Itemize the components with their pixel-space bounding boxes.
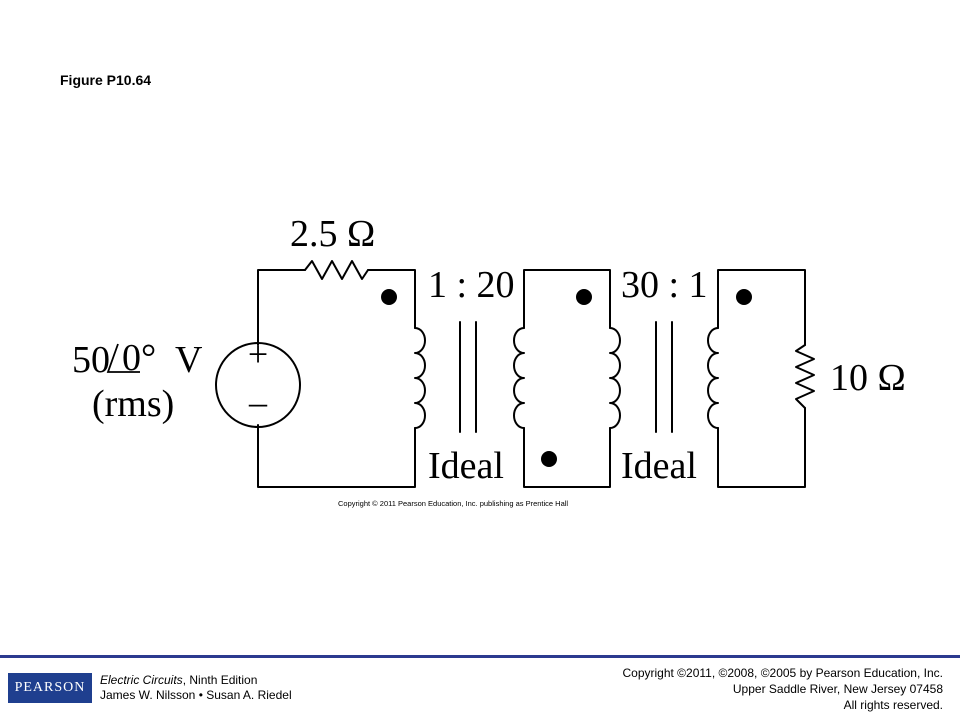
label-source-magnitude: 50 bbox=[72, 339, 110, 381]
book-title: Electric Circuits bbox=[100, 673, 183, 687]
dot-t2-primary bbox=[576, 289, 592, 305]
copyright-line-3: All rights reserved. bbox=[843, 698, 943, 712]
book-authors: James W. Nilsson • Susan A. Riedel bbox=[100, 688, 292, 702]
label-source-angle: 0° bbox=[122, 337, 156, 379]
coil-t2-secondary bbox=[707, 327, 719, 429]
label-resistor-2p5: 2.5 Ω bbox=[290, 213, 375, 255]
footer-book-info: Electric Circuits, Ninth Edition James W… bbox=[100, 673, 292, 703]
label-source-unit: V bbox=[175, 339, 203, 381]
dot-t1-secondary bbox=[541, 451, 557, 467]
label-ideal-t2: Ideal bbox=[621, 445, 697, 487]
dot-t1-primary bbox=[381, 289, 397, 305]
wire-middle-loop bbox=[523, 269, 611, 488]
figure-title: Figure P10.64 bbox=[60, 72, 152, 88]
copyright-line-1: Copyright ©2011, ©2008, ©2005 by Pearson… bbox=[622, 666, 943, 680]
wire-primary-bottom bbox=[257, 424, 416, 488]
label-source-note: (rms) bbox=[92, 383, 174, 425]
resistor-10-zigzag bbox=[795, 344, 815, 409]
book-edition: , Ninth Edition bbox=[182, 673, 258, 687]
label-resistor-10: 10 Ω bbox=[830, 357, 906, 399]
dot-t2-secondary bbox=[736, 289, 752, 305]
label-ideal-t1: Ideal bbox=[428, 445, 504, 487]
footer-copyright: Copyright ©2011, ©2008, ©2005 by Pearson… bbox=[622, 665, 943, 713]
copyright-line-2: Upper Saddle River, New Jersey 07458 bbox=[732, 682, 943, 696]
label-ratio-t1: 1 : 20 bbox=[428, 264, 515, 306]
wire-r1-to-primary bbox=[367, 269, 416, 329]
source-minus: – bbox=[248, 382, 268, 422]
voltage-source-circle bbox=[215, 342, 301, 428]
figure-copyright: Copyright © 2011 Pearson Education, Inc.… bbox=[338, 499, 569, 508]
pearson-logo: PEARSON bbox=[8, 673, 92, 703]
coil-t2-primary bbox=[609, 327, 621, 429]
footer-rule bbox=[0, 655, 960, 658]
resistor-2p5-zigzag bbox=[304, 260, 369, 280]
coil-t1-secondary bbox=[513, 327, 525, 429]
coil-t1-primary bbox=[414, 327, 426, 429]
wire-right-loop bbox=[717, 269, 806, 488]
label-ratio-t2: 30 : 1 bbox=[621, 264, 708, 306]
source-plus: + bbox=[248, 334, 268, 374]
angle-symbol bbox=[106, 343, 140, 373]
wire-source-top bbox=[257, 269, 306, 346]
